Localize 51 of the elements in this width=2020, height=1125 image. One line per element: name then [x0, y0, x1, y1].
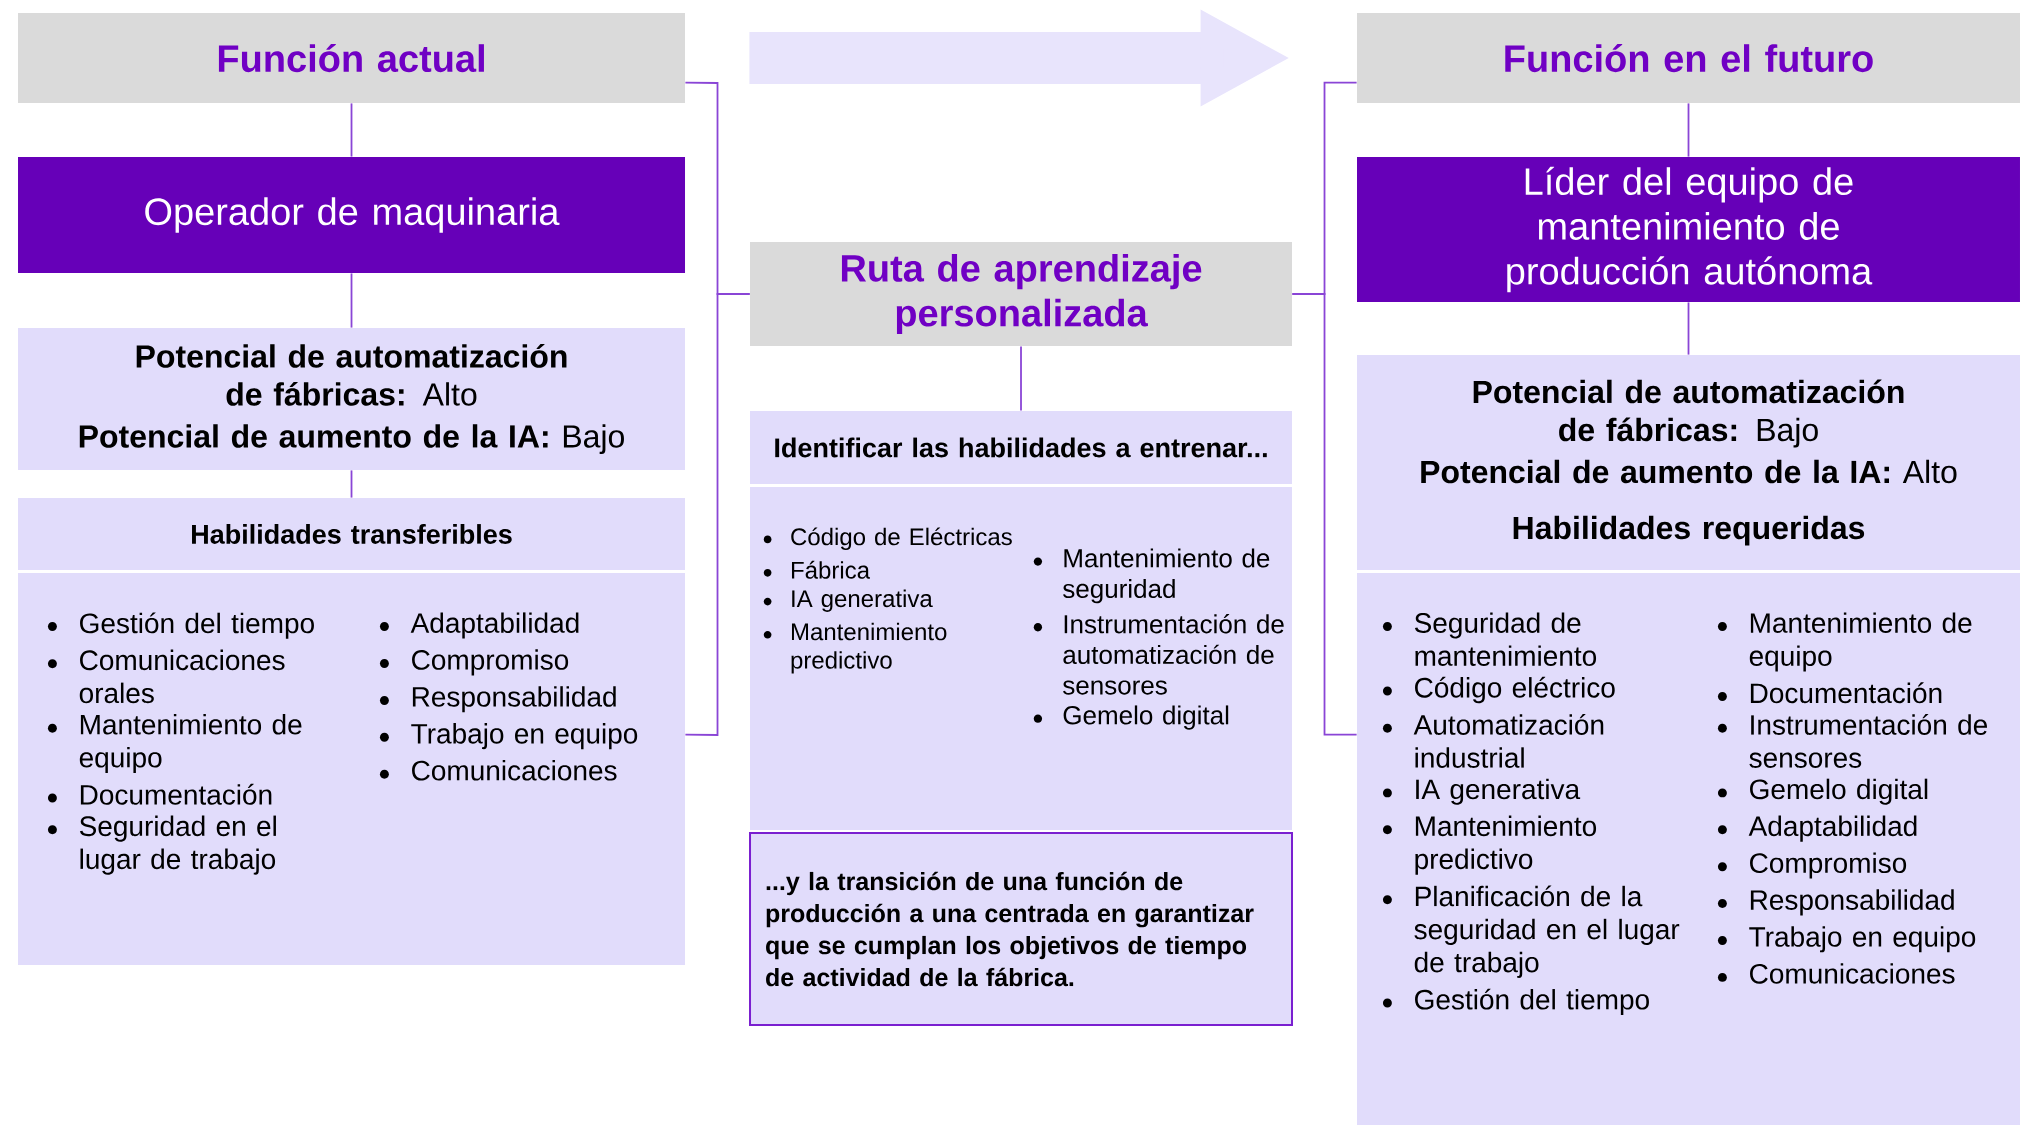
connector-line [1687, 301, 1690, 356]
connector-line [1687, 102, 1690, 158]
list-item: Documentación [1717, 682, 1942, 704]
list-item: Automatización industrial [1382, 713, 1604, 768]
list-item: Mantenimiento de equipo [1717, 612, 1972, 672]
list-item: Gemelo digital [1033, 705, 1229, 730]
list-item: Trabajo en equipo [379, 723, 638, 750]
list-item: Código de Eléctricas [763, 527, 1012, 551]
list-item: IA generativa [763, 589, 933, 612]
list-item: Gemelo digital [1717, 778, 1928, 805]
connector-line [350, 102, 353, 158]
list-item: IA generativa [1382, 778, 1581, 805]
list-item: Responsabilidad [1717, 889, 1954, 916]
list-item: Comunicaciones orales [47, 649, 285, 704]
info-box: Potencial de automatización de fábricas: Bajo Potencial de aumento de la IA: Alto Habilidades requeridas [1357, 355, 2020, 570]
connector-line [350, 272, 353, 329]
list-item: Seguridad de mantenimiento [1382, 612, 1597, 666]
title-box: Función actual [18, 13, 685, 103]
list-item: Comunicaciones [379, 760, 617, 781]
connector-line [350, 469, 353, 499]
list-item: Mantenimiento predictivo [763, 622, 947, 674]
list-item: Mantenimiento de seguridad [1033, 548, 1270, 604]
list-item: Planificación de la seguridad en el lugar de trabajo [1382, 885, 1680, 978]
list-item: Mantenimiento de equipo [47, 714, 302, 774]
list-item: Adaptabilidad [1717, 815, 1917, 842]
info-box: Potencial de automatización de fábricas: Alto Potencial de aumento de la IA: Bajo [18, 328, 685, 470]
list-item: Instrumentación de automatización de sensores [1033, 614, 1284, 695]
note-box: ...y la transición de una función de producción a una centrada en garantizar que se cumplan los objetivos de tiempo de actividad de la fábrica. [749, 832, 1293, 1026]
list-item: Fábrica [763, 560, 870, 579]
list-item: Gestión del tiempo [47, 612, 314, 639]
list-item: Gestión del tiempo [1382, 988, 1649, 1016]
title-box: Función en el futuro [1357, 13, 2020, 103]
role-box: Operador de maquinaria [18, 157, 685, 273]
title-box: Ruta de aprendizaje personalizada [750, 242, 1292, 346]
list-item: Responsabilidad [379, 686, 616, 713]
role-box: Líder del equipo de mantenimiento de producción autónoma [1357, 157, 2020, 302]
connector-line [1020, 345, 1022, 412]
section-header: Identificar las habilidades a entrenar... [750, 411, 1292, 484]
list-item: Adaptabilidad [379, 612, 579, 639]
list-item: Compromiso [379, 649, 569, 676]
list-item: Trabajo en equipo [1717, 926, 1976, 953]
section-header: Habilidades transferibles [18, 498, 685, 570]
connector-line [684, 293, 751, 736]
list-item: Seguridad en el lugar de trabajo [47, 815, 276, 875]
connector-line [1291, 293, 1358, 736]
list-item: Compromiso [1717, 852, 1907, 879]
list-item: Mantenimiento predictivo [1382, 815, 1597, 875]
list-item: Comunicaciones [1717, 963, 1955, 984]
list-item: Documentación [47, 783, 272, 805]
list-item: Instrumentación de sensores [1717, 713, 1987, 768]
list-item: Código eléctrico [1382, 676, 1615, 704]
